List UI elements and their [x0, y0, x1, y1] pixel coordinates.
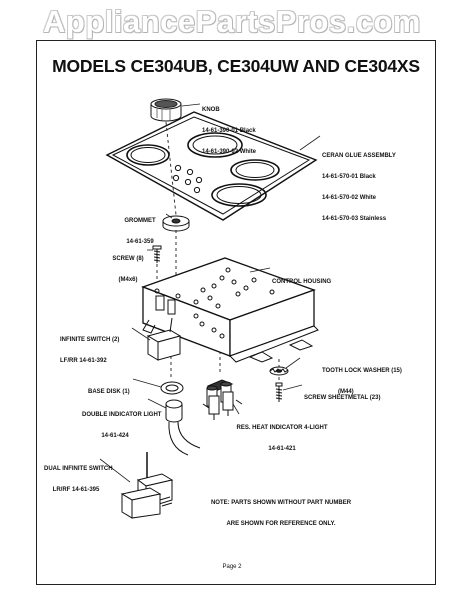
grommet-part: 14-61-359	[126, 239, 154, 245]
screw-name: SCREW (8)	[112, 256, 144, 262]
knob-name: KNOB	[202, 107, 220, 113]
res-heat-label: RES. HEAT INDICATOR 4-LIGHT 14-61-421	[236, 411, 328, 460]
res-heat-part: 14-61-421	[268, 446, 296, 452]
infinite-switch-drawing	[146, 317, 182, 361]
res-heat-indicator-drawing	[202, 379, 243, 420]
ceran-name: CERAN GLUE ASSEMBLY	[322, 153, 396, 159]
double-light-part: 14-61-424	[101, 433, 129, 439]
tooth-lock-washer-drawing	[269, 366, 289, 376]
infinite-switch-part: LF/RR 14-61-392	[60, 358, 107, 364]
note: NOTE: PARTS SHOWN WITHOUT PART NUMBER AR…	[196, 486, 366, 535]
grommet-label: GROMMET 14-61-359	[108, 204, 172, 253]
ceran-part-stainless: 14-61-570-03 Stainless	[322, 216, 387, 222]
base-disk-drawing	[160, 381, 184, 395]
double-light-name: DOUBLE INDICATOR LIGHT	[82, 412, 162, 418]
base-disk-name: BASE DISK (1)	[88, 389, 130, 395]
page-title: MODELS CE304UB, CE304UW AND CE304XS	[52, 56, 420, 76]
watermark: AppliancePartsPros.com	[43, 4, 421, 39]
screw-label: SCREW (8) (M4x6)	[106, 242, 150, 291]
diagram-frame	[36, 40, 436, 585]
knob-drawing	[150, 98, 182, 122]
base-disk-label: BASE DISK (1)	[88, 375, 130, 403]
knob-label: KNOB 14-61-390-01 Black 14-61-390-02 Whi…	[202, 93, 256, 163]
double-light-label: DOUBLE INDICATOR LIGHT 14-61-424	[82, 398, 162, 447]
knob-part-black: 14-61-390-01 Black	[202, 128, 256, 134]
control-housing-drawing	[141, 257, 319, 363]
tooth-washer-name: TOOTH LOCK WASHER (15)	[322, 368, 402, 374]
ceran-label: CERAN GLUE ASSEMBLY 14-61-570-01 Black 1…	[322, 139, 396, 230]
control-housing-label: CONTROL HOUSING	[272, 265, 331, 293]
dual-switch-label: DUAL INFINITE SWITCH LR/RF 14-61-395	[44, 452, 113, 501]
dual-switch-part: LR/RF 14-61-395	[52, 487, 100, 493]
dual-switch-name: DUAL INFINITE SWITCH	[44, 466, 113, 472]
note-line-2: ARE SHOWN FOR REFERENCE ONLY.	[226, 521, 336, 527]
double-indicator-light-drawing	[165, 399, 201, 456]
note-line-1: NOTE: PARTS SHOWN WITHOUT PART NUMBER	[210, 500, 352, 506]
screw-sheetmetal-name: SCREW SHEETMETAL (23)	[304, 395, 381, 401]
ceran-part-black: 14-61-570-01 Black	[322, 174, 376, 180]
infinite-switch-label: INFINITE SWITCH (2) LF/RR 14-61-392	[60, 323, 119, 372]
res-heat-name: RES. HEAT INDICATOR 4-LIGHT	[236, 425, 328, 431]
screw-size: (M4x6)	[118, 277, 138, 283]
grommet-name: GROMMET	[124, 218, 156, 224]
knob-part-white: 14-61-390-02 White	[202, 149, 257, 155]
page-number: Page 2	[222, 564, 242, 570]
infinite-switch-name: INFINITE SWITCH (2)	[60, 337, 120, 343]
screw-drawing	[152, 245, 162, 263]
screw-sheetmetal-label: SCREW SHEETMETAL (23)	[304, 381, 380, 409]
tooth-washer-label: TOOTH LOCK WASHER (15) (M44)	[322, 354, 402, 403]
control-housing-name: CONTROL HOUSING	[272, 279, 332, 285]
tooth-washer-size: (M44)	[338, 389, 354, 395]
dual-infinite-switch-drawing	[120, 452, 174, 519]
sheetmetal-screw-drawing	[275, 382, 283, 402]
ceran-part-white: 14-61-570-02 White	[322, 195, 377, 201]
